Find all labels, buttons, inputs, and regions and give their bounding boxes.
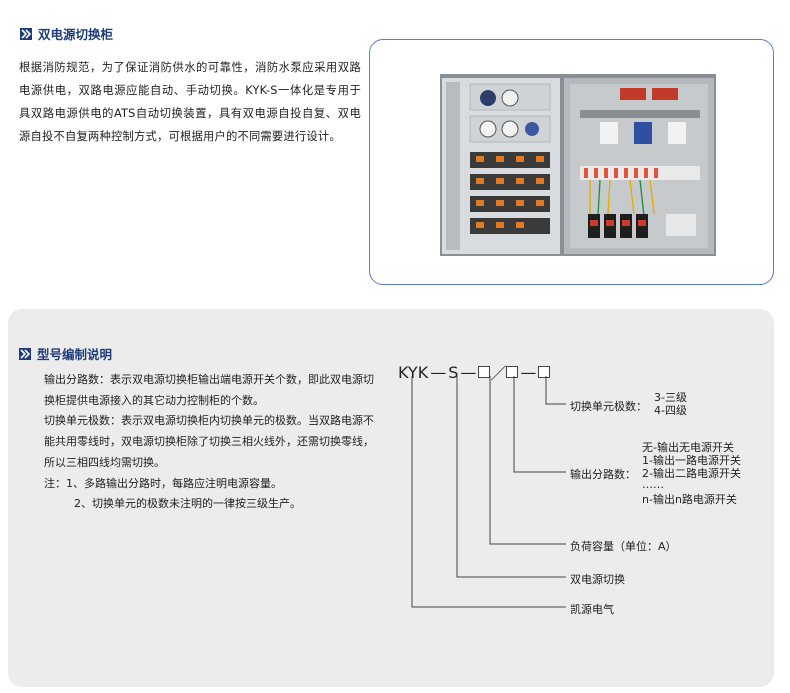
label-poles: 切换单元极数： xyxy=(570,400,647,413)
section-title-dual-power: 双电源切换柜 xyxy=(20,24,113,43)
cabinet-photo xyxy=(440,74,716,256)
label-brand: 凯源电气 xyxy=(570,603,614,616)
label-out-2: 2-输出二路电源开关 xyxy=(642,467,741,480)
code-slash: ／ xyxy=(490,364,507,383)
model-code: KYK — S — ／ — xyxy=(398,360,551,384)
double-chevron-right-icon xyxy=(19,347,31,360)
code-prefix: KYK xyxy=(398,362,429,382)
code-box-capacity xyxy=(478,366,491,378)
model-description: 输出分路数：表示双电源切换柜输出端电源开关个数，即此双电源切换柜提供电源接入的其… xyxy=(18,370,374,515)
code-s: S xyxy=(448,362,459,382)
section-title-model: 型号编制说明 xyxy=(19,344,112,363)
section-title-text: 型号编制说明 xyxy=(37,347,113,362)
double-chevron-right-icon xyxy=(20,27,32,40)
label-out-1: 1-输出一路电源开关 xyxy=(642,454,741,467)
label-outputs: 输出分路数： xyxy=(570,468,636,481)
label-out-0: 无-输出无电源开关 xyxy=(642,441,734,454)
desc-poles: 切换单元极数：表示双电源切换柜内切换单元的极数。当双路电源不能共用零线时，双电源… xyxy=(44,414,374,469)
photo-frame xyxy=(369,39,774,285)
desc-note-1: 注：1、多路输出分路时，每路应注明电源容量。 xyxy=(44,476,282,490)
desc-note-2: 2、切换单元的极数未注明的一律按三级生产。 xyxy=(74,497,301,511)
desc-outputs: 输出分路数：表示双电源切换柜输出端电源开关个数，即此双电源切换柜提供电源接入的其… xyxy=(44,373,374,407)
label-poles-3: 3-三级 xyxy=(654,391,687,404)
code-dash: — xyxy=(430,362,447,382)
label-out-dots: …… xyxy=(642,478,664,491)
label-poles-4: 4-四级 xyxy=(654,404,687,417)
model-section-panel xyxy=(8,309,774,687)
section-title-text: 双电源切换柜 xyxy=(38,27,114,42)
label-capacity: 负荷容量（单位：A） xyxy=(570,540,677,553)
code-box-poles xyxy=(538,366,551,378)
code-dash: — xyxy=(460,362,477,382)
code-dash: — xyxy=(520,362,537,382)
intro-paragraph: 根据消防规范，为了保证消防供水的可靠性，消防水泵应采用双路电源供电，双路电源应能… xyxy=(19,61,361,143)
label-switch: 双电源切换 xyxy=(570,573,625,586)
code-box-outputs xyxy=(506,366,519,378)
label-out-n: n-输出n路电源开关 xyxy=(642,493,737,506)
